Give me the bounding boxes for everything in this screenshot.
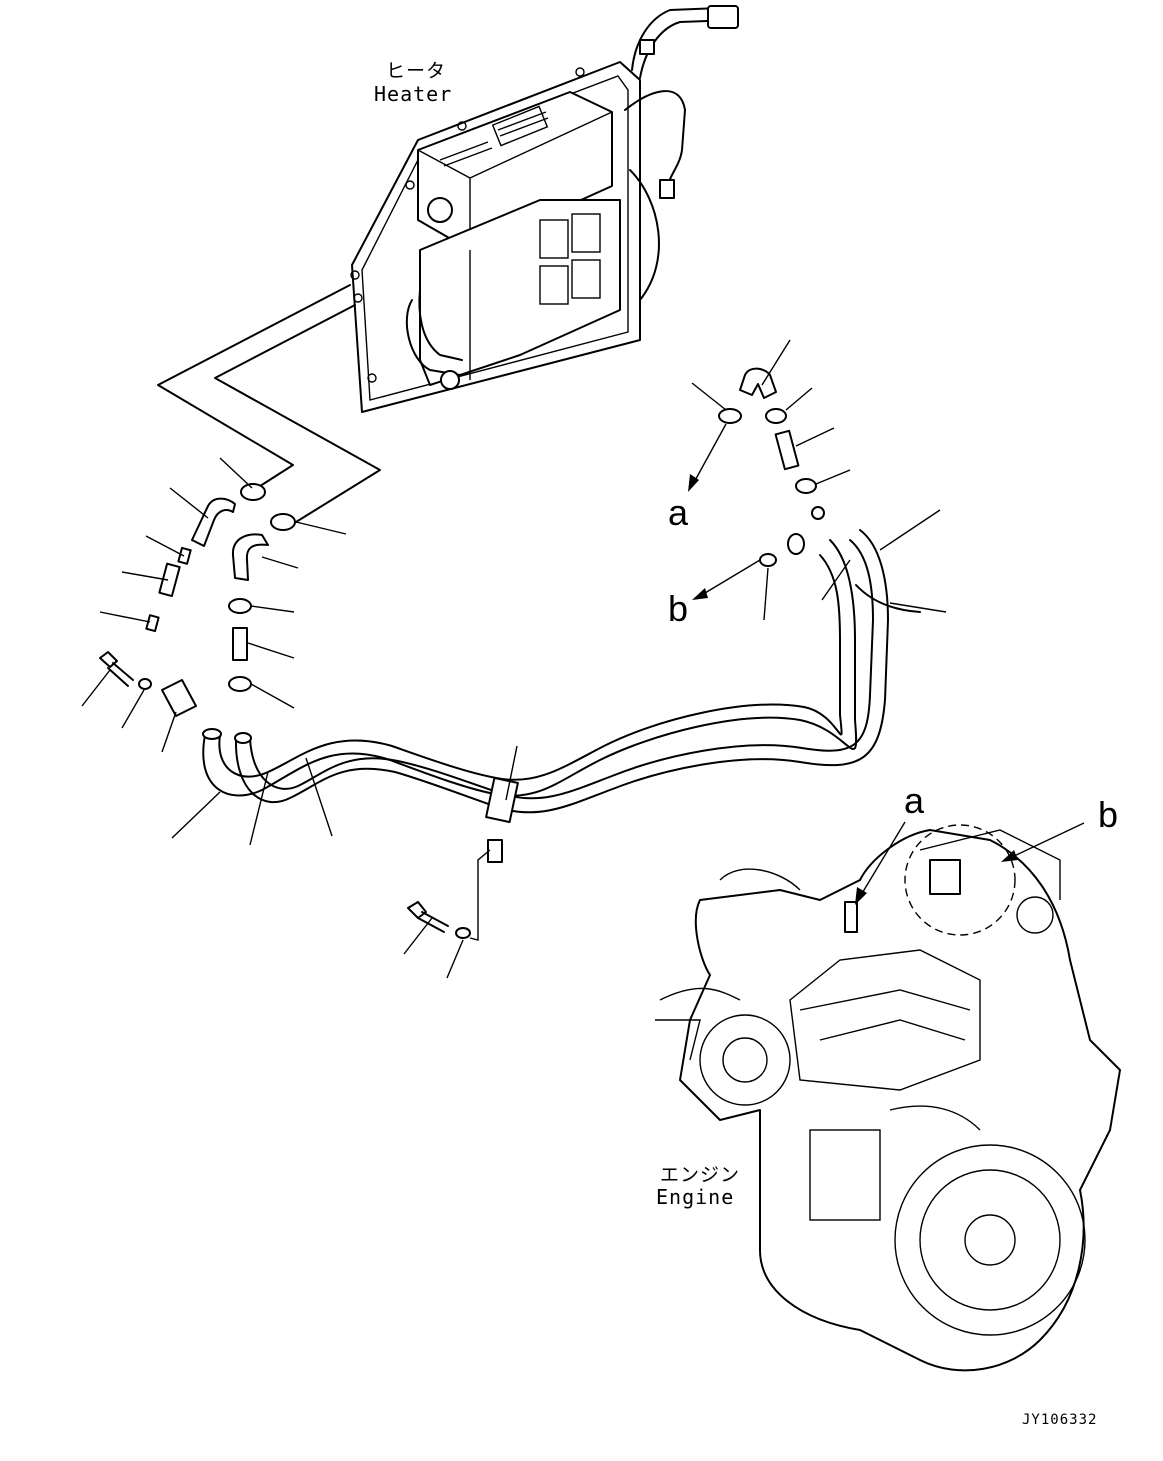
- left-hose-group: [99, 483, 921, 941]
- engine-label-en: Engine: [656, 1185, 735, 1209]
- heater-label-en: Heater: [374, 82, 453, 106]
- engine-unit: [655, 824, 1121, 1372]
- ref-a-engine: a: [904, 780, 925, 821]
- heater-label-ja: ヒータ: [386, 60, 447, 82]
- engine-label-ja: エンジン: [660, 1164, 741, 1186]
- ref-b-engine: b: [1098, 794, 1119, 835]
- ref-b-left: b: [668, 588, 689, 629]
- callout-leaders: [81, 339, 1085, 979]
- heater-unit: [157, 5, 739, 523]
- drawing-code: JY106332: [1022, 1412, 1098, 1428]
- ref-a-left: a: [668, 492, 689, 533]
